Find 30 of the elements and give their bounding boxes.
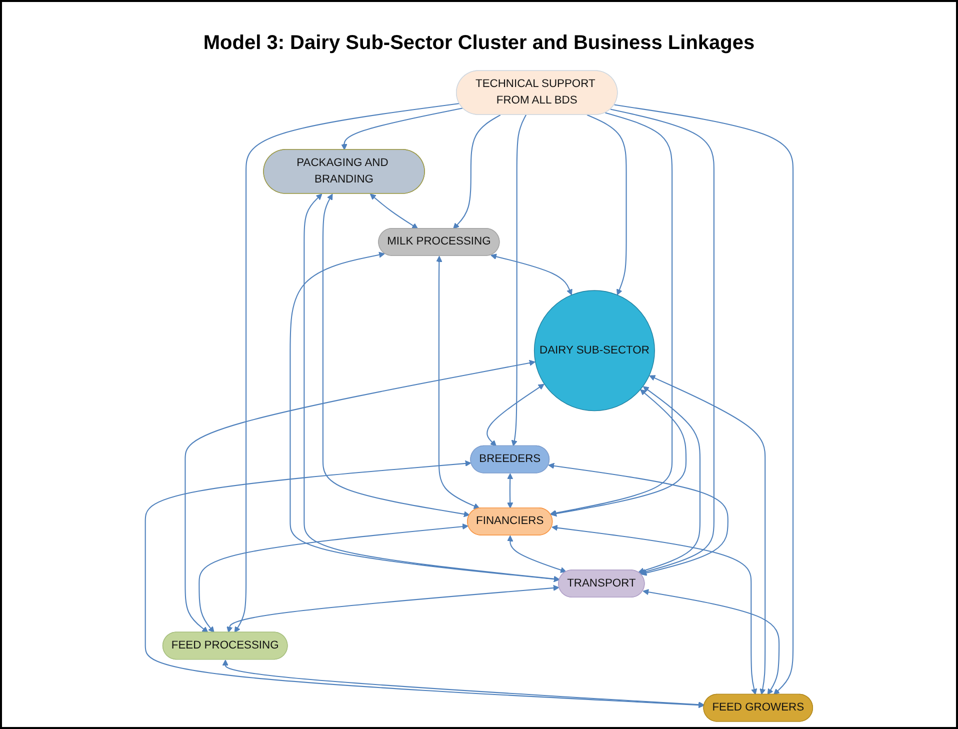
arrow [222, 660, 705, 708]
arrow [198, 523, 468, 633]
arrow [234, 102, 460, 633]
arrow [642, 589, 780, 695]
arrow [614, 104, 794, 695]
arrow [184, 360, 536, 633]
arrow [586, 114, 627, 296]
arrow [322, 194, 470, 518]
arrow [490, 254, 572, 296]
arrow [486, 384, 544, 446]
arrow [144, 460, 704, 708]
arrow [304, 194, 560, 582]
arrow [548, 462, 728, 576]
arrow [550, 389, 687, 517]
arrow [370, 194, 418, 229]
arrow [511, 114, 527, 446]
diagram-title: Model 3: Dairy Sub-Sector Cluster and Business Linkages [203, 32, 755, 55]
node-circle: DAIRY SUB-SECTOR [534, 290, 655, 412]
arrow [436, 256, 480, 509]
arrow [552, 524, 758, 695]
arrow [507, 535, 566, 573]
arrow [341, 108, 463, 150]
arrow [507, 473, 514, 508]
arrow [610, 108, 714, 575]
arrow [638, 386, 700, 574]
arrow [649, 375, 766, 695]
arrow [226, 584, 560, 633]
arrow [290, 252, 560, 582]
arrow [453, 114, 501, 229]
arrow [550, 112, 673, 516]
